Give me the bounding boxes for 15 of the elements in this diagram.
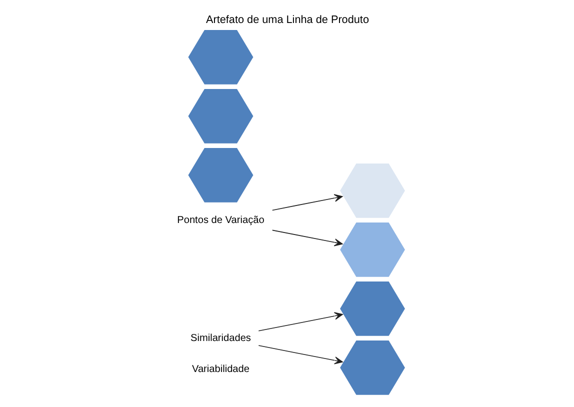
arrow — [258, 312, 342, 332]
arrow — [258, 345, 342, 364]
node-hexagon — [338, 220, 406, 278]
node-text: Pontos de Variação — [176, 214, 264, 226]
node-hexagon — [338, 162, 406, 220]
node-hexagon — [186, 146, 255, 204]
node-hexagon — [186, 28, 255, 86]
node-hexagon — [338, 338, 406, 396]
arrow — [271, 230, 342, 246]
label: Variabilidade — [191, 364, 249, 375]
node-text: Similaridades — [190, 332, 250, 344]
node-hexagon — [186, 87, 255, 145]
node-hexagon — [338, 280, 406, 338]
diagram-title: Artefato de uma Linha de Produto — [205, 14, 369, 26]
arrow — [271, 194, 342, 211]
